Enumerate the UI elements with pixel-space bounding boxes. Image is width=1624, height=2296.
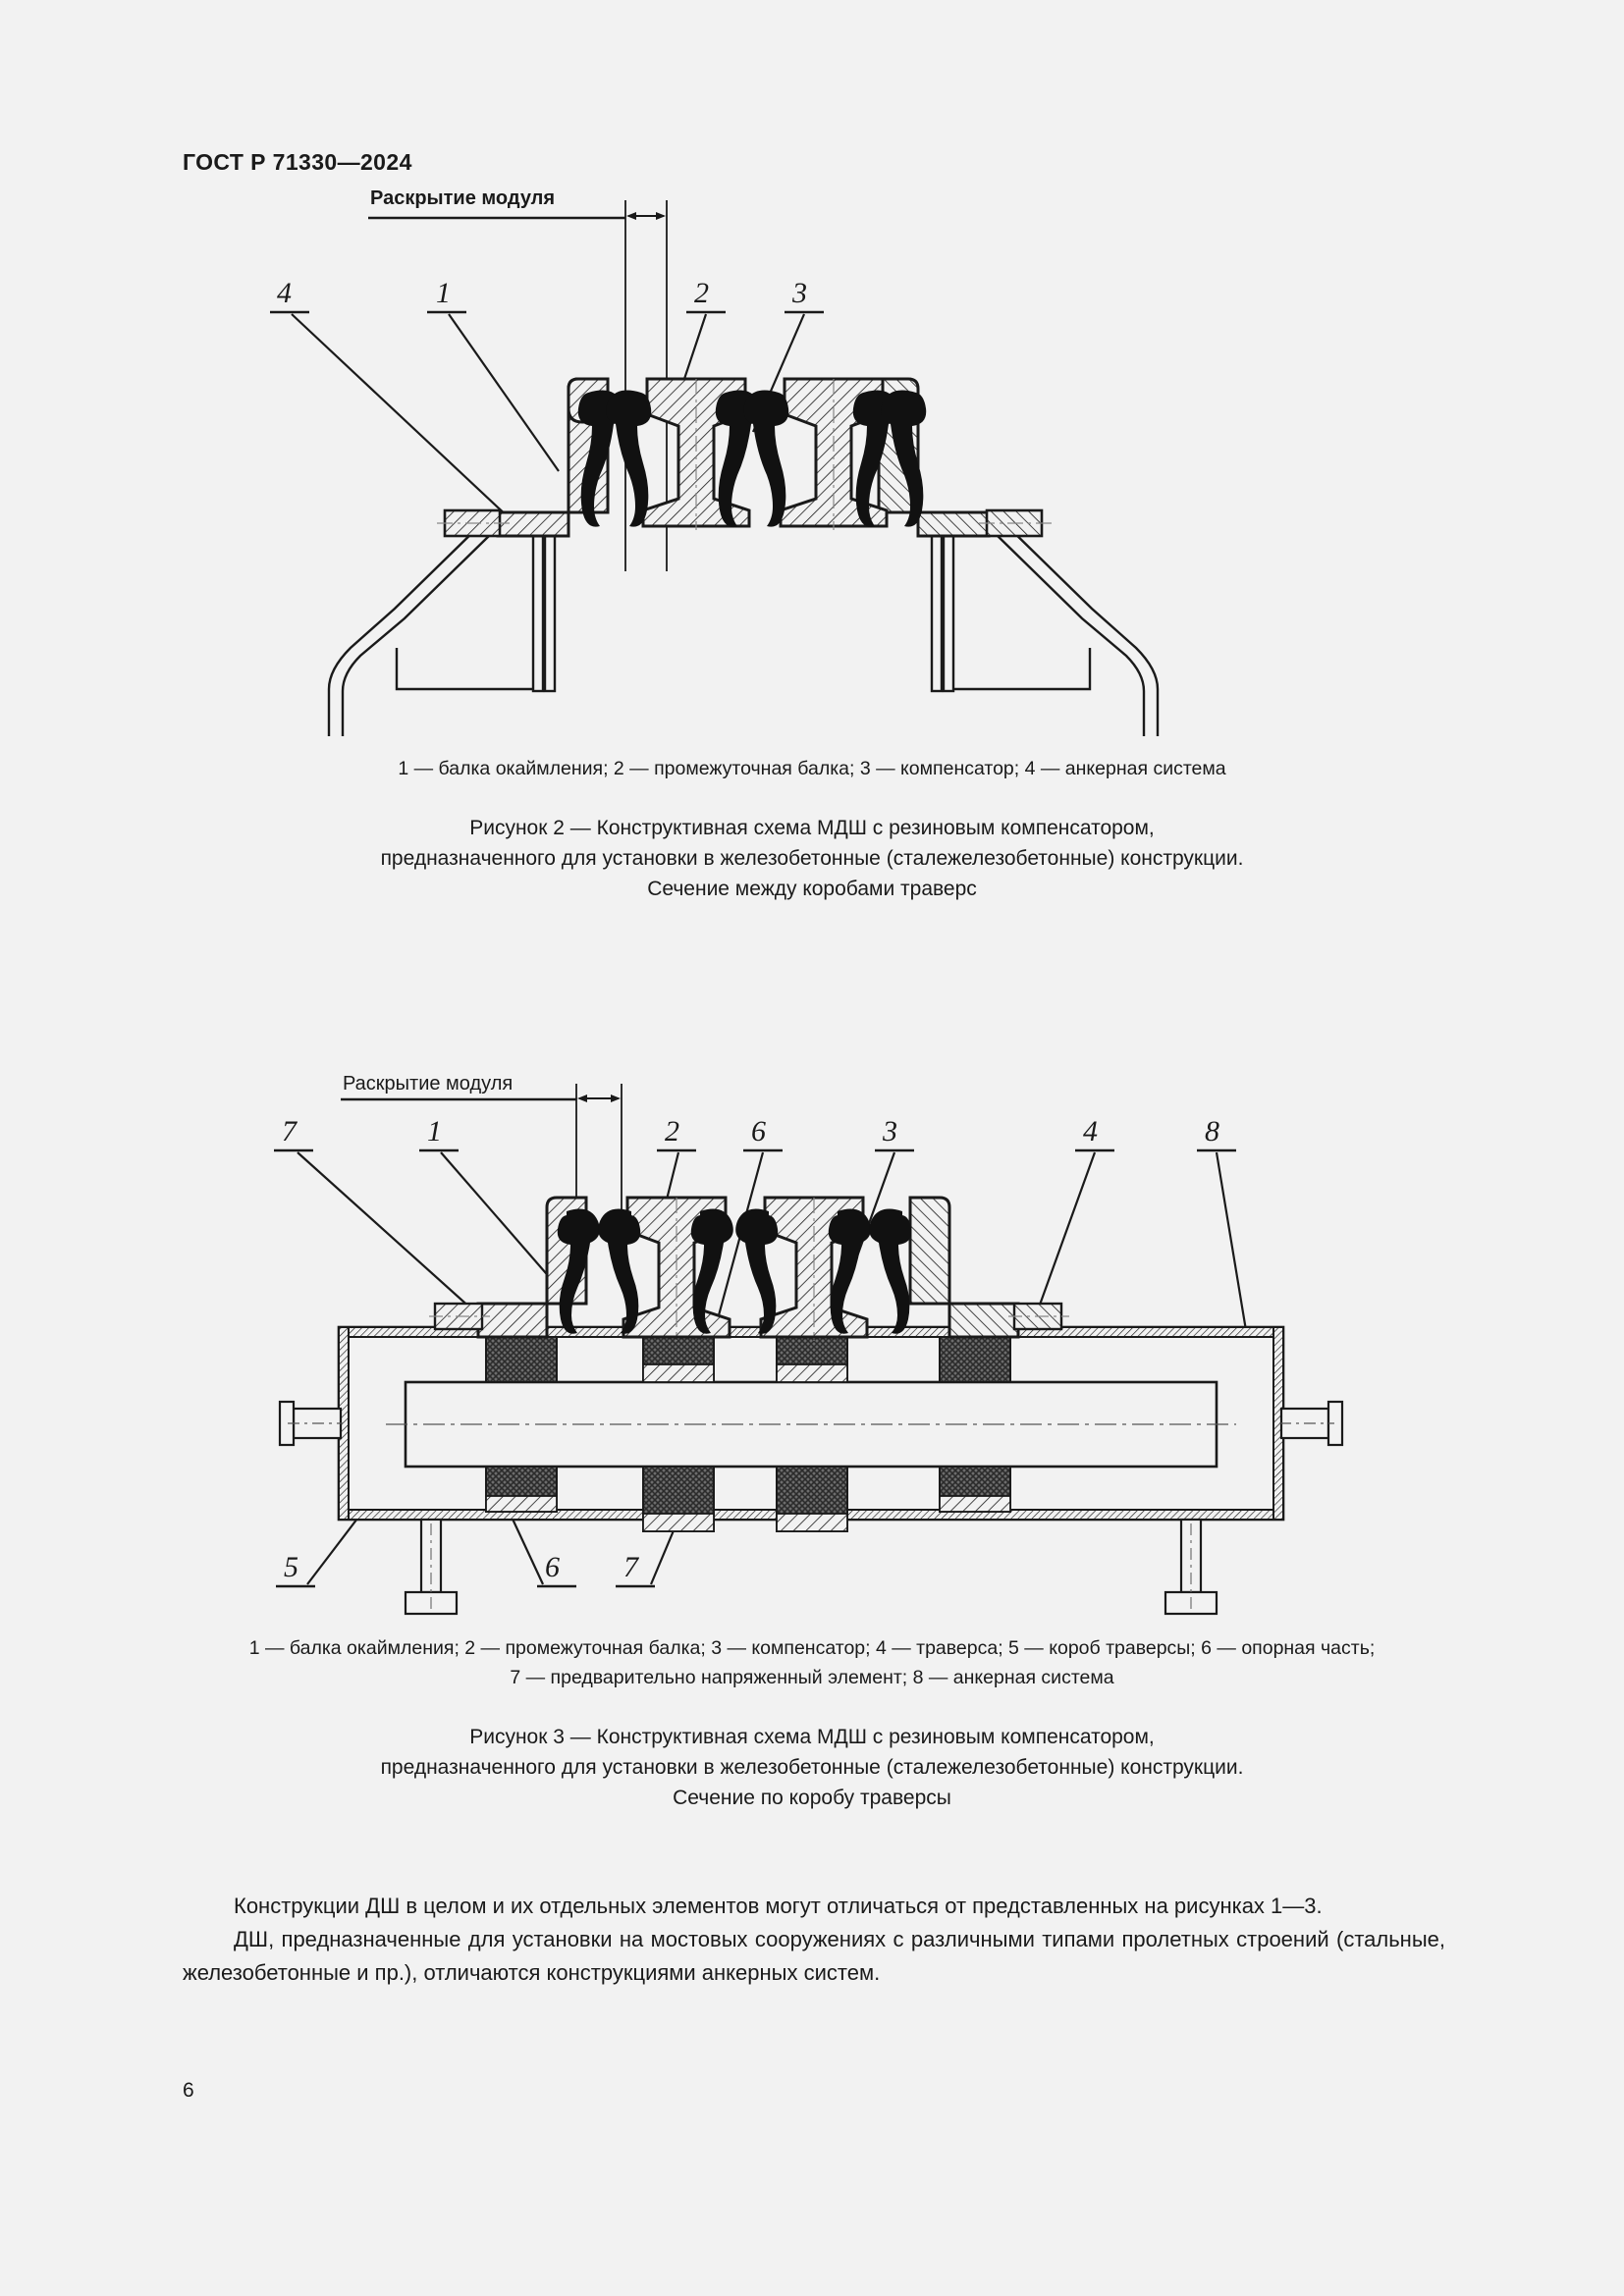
svg-text:7: 7 bbox=[623, 1551, 640, 1583]
figure-3-legend-line-2: 7 — предварительно напряженный элемент; … bbox=[510, 1667, 1114, 1688]
anchor-system-right bbox=[930, 520, 1160, 736]
svg-text:Раскрытие модуля: Раскрытие модуля bbox=[370, 187, 555, 209]
body-text: Конструкции ДШ в целом и их отдельных эл… bbox=[183, 1890, 1445, 1990]
edge-beam-right bbox=[908, 1196, 1020, 1339]
figure-3-caption-line-3: Сечение по коробу траверсы bbox=[673, 1787, 951, 1809]
anchor-bolt-left bbox=[278, 1400, 343, 1447]
edge-beam-flange-right bbox=[1008, 1302, 1069, 1331]
svg-text:3: 3 bbox=[882, 1115, 897, 1148]
traverse-bar bbox=[386, 1380, 1236, 1468]
svg-text:7: 7 bbox=[282, 1115, 298, 1148]
svg-text:1: 1 bbox=[436, 277, 451, 309]
svg-text:1: 1 bbox=[427, 1115, 442, 1148]
page-header-standard-number: ГОСТ Р 71330—2024 bbox=[183, 149, 412, 175]
support-leg-right bbox=[1164, 1518, 1218, 1616]
anchor-bolt-right bbox=[1279, 1400, 1344, 1447]
figure-2-callouts: 4 1 2 3 bbox=[270, 277, 824, 536]
figure-2-caption-line-2: предназначенного для установки в железоб… bbox=[380, 847, 1244, 870]
rubber-compensator-seals bbox=[577, 390, 927, 527]
svg-text:4: 4 bbox=[1083, 1115, 1098, 1148]
bearing-blocks bbox=[485, 1336, 1011, 1532]
anchor-plate-right bbox=[979, 508, 1052, 538]
svg-text:5: 5 bbox=[284, 1551, 298, 1583]
body-paragraph-1: Конструкции ДШ в целом и их отдельных эл… bbox=[234, 1894, 1323, 1918]
svg-text:Раскрытие модуля: Раскрытие модуля bbox=[343, 1073, 513, 1095]
figure-2-caption-line-1: Рисунок 2 — Конструктивная схема МДШ с р… bbox=[469, 817, 1155, 839]
figure-3-legend: 1 — балка окаймления; 2 — промежуточная … bbox=[0, 1633, 1624, 1692]
figure-2-caption: Рисунок 2 — Конструктивная схема МДШ с р… bbox=[0, 813, 1624, 904]
svg-text:6: 6 bbox=[751, 1115, 766, 1148]
body-paragraph-2: ДШ, предназначенные для установки на мос… bbox=[183, 1927, 1445, 1985]
figure-3-caption: Рисунок 3 — Конструктивная схема МДШ с р… bbox=[0, 1722, 1624, 1813]
figure-2-drawing: Раскрытие модуля 4 1 2 3 bbox=[270, 187, 1160, 736]
edge-beam-flange-left bbox=[429, 1302, 490, 1331]
figure-3-caption-line-1: Рисунок 3 — Конструктивная схема МДШ с р… bbox=[469, 1726, 1155, 1748]
support-leg-left bbox=[404, 1518, 459, 1616]
figure-3-block: Раскрытие модуля 7 1 2 6 bbox=[0, 1070, 1624, 1813]
figure-2-legend: 1 — балка окаймления; 2 — промежуточная … bbox=[398, 758, 1226, 779]
figure-2-block: Раскрытие модуля 4 1 2 3 bbox=[0, 187, 1624, 904]
figure-2-caption-line-3: Сечение между коробами траверс bbox=[647, 878, 977, 900]
svg-text:2: 2 bbox=[694, 277, 709, 309]
anchor-plate-left bbox=[437, 508, 510, 538]
figure-3-caption-line-2: предназначенного для установки в железоб… bbox=[380, 1756, 1244, 1779]
svg-text:6: 6 bbox=[545, 1551, 560, 1583]
svg-text:2: 2 bbox=[665, 1115, 679, 1148]
anchor-system-left bbox=[327, 520, 557, 736]
svg-text:8: 8 bbox=[1205, 1115, 1219, 1148]
figure-3-legend-line-1: 1 — балка окаймления; 2 — промежуточная … bbox=[248, 1637, 1376, 1659]
rubber-compensator-seals bbox=[557, 1208, 912, 1334]
svg-text:4: 4 bbox=[277, 277, 292, 309]
figure-3-drawing: Раскрытие модуля 7 1 2 6 bbox=[274, 1073, 1344, 1616]
svg-text:3: 3 bbox=[791, 277, 807, 309]
page-number: 6 bbox=[183, 2079, 194, 2102]
